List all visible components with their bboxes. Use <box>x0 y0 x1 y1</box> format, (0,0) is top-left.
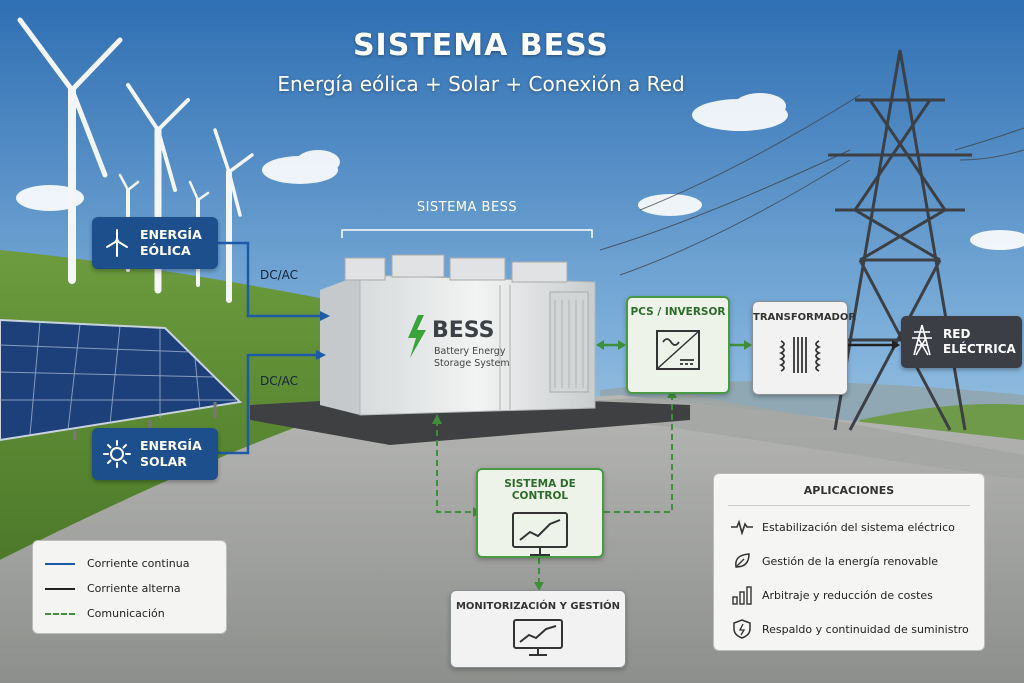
bess-group-label: SISTEMA BESS <box>416 200 518 215</box>
bar-chart-icon <box>728 585 756 605</box>
conversion-label-solar: DC/AC <box>260 374 299 388</box>
leaf-icon <box>728 551 756 571</box>
transformer-block: TRANSFORMADOR <box>752 301 857 395</box>
legend-comm-label: Comunicación <box>87 607 165 620</box>
legend-comm-line <box>45 612 75 615</box>
monitor-chart-icon <box>478 510 602 558</box>
transformer-label: TRANSFORMADOR <box>753 312 857 323</box>
source-eolica-line1: ENERGÍA <box>140 227 202 242</box>
conversion-label-eolica: DC/AC <box>260 268 299 282</box>
legend-item-ac: Corriente alterna <box>45 576 214 601</box>
grid-line1: RED <box>943 327 971 341</box>
clouds <box>16 93 1024 250</box>
control-system-label: SISTEMA DE CONTROL <box>504 478 576 502</box>
container-line2: Storage System <box>434 358 510 369</box>
source-eolica-line2: EÓLICA <box>140 243 191 258</box>
shield-icon <box>728 618 756 640</box>
page-subtitle: Energía eólica + Solar + Conexión a Red <box>277 72 685 96</box>
transformer-icon <box>753 333 847 377</box>
application-label: Respaldo y continuidad de suministro <box>762 622 969 636</box>
legend-dc-line <box>45 562 75 565</box>
monitor-chart-icon <box>451 618 625 658</box>
application-item: Estabilización del sistema eléctrico <box>728 510 970 544</box>
solar-panels <box>0 318 243 442</box>
grid-line2: ELÉCTRICA <box>943 342 1016 356</box>
pcs-inverter-block: PCS / INVERSOR <box>626 296 730 394</box>
legend-ac-line <box>45 587 75 590</box>
application-label: Gestión de la energía renovable <box>762 554 939 568</box>
source-solar-line1: ENERGÍA <box>140 438 202 453</box>
container-line1: Battery Energy <box>434 346 506 357</box>
container-brand: BESS <box>432 318 495 343</box>
legend-item-comm: Comunicación <box>45 601 214 626</box>
page-title: SISTEMA BESS <box>352 28 610 63</box>
pcs-inverter-label: PCS / INVERSOR <box>630 306 726 318</box>
application-label: Estabilización del sistema eléctrico <box>762 520 955 534</box>
applications-panel: APLICACIONES Estabilización del sistema … <box>713 473 985 651</box>
monitoring-label: MONITORIZACIÓN Y GESTIÓN <box>455 601 621 612</box>
source-solar-line2: SOLAR <box>140 454 187 469</box>
application-item: Arbitraje y reducción de costes <box>728 578 970 612</box>
application-item: Respaldo y continuidad de suministro <box>728 612 970 646</box>
legend: Corriente continua Corriente alterna Com… <box>32 540 227 634</box>
legend-ac-label: Corriente alterna <box>87 582 181 595</box>
power-tower-icon <box>911 323 933 361</box>
inverter-icon <box>628 328 728 372</box>
applications-heading: APLICACIONES <box>728 484 970 506</box>
monitoring-block: MONITORIZACIÓN Y GESTIÓN <box>450 590 626 668</box>
sun-icon <box>100 437 134 471</box>
legend-dc-label: Corriente continua <box>87 557 190 570</box>
application-item: Gestión de la energía renovable <box>728 544 970 578</box>
bess-container <box>320 254 596 416</box>
control-system-block: SISTEMA DE CONTROL <box>476 468 604 558</box>
legend-item-dc: Corriente continua <box>45 551 214 576</box>
container-subtitle: Battery Energy Storage System <box>434 346 510 370</box>
application-label: Arbitraje y reducción de costes <box>762 588 933 602</box>
wind-turbine-icon <box>100 226 134 260</box>
pulse-icon <box>728 519 756 535</box>
